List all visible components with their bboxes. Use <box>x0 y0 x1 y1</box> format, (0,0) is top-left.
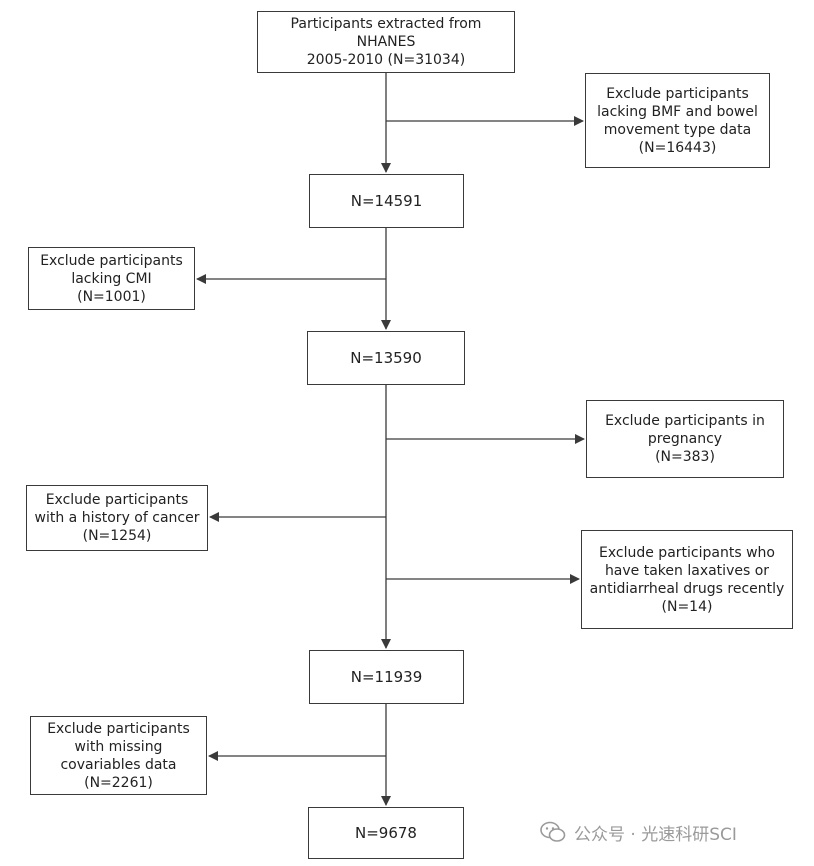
count-box-13590: N=13590 <box>307 331 465 385</box>
count-box-9678: N=9678 <box>308 807 464 859</box>
exclusion-label-bmf: Exclude participants lacking BMF and bow… <box>597 85 758 156</box>
exclusion-label-covariables: Exclude participants with missing covari… <box>47 720 190 791</box>
start-label: Participants extracted from NHANES 2005-… <box>290 16 482 68</box>
count-label-14591: N=14591 <box>350 192 423 210</box>
exclusion-box-laxatives: Exclude participants who have taken laxa… <box>581 530 793 629</box>
count-label-9678: N=9678 <box>355 824 417 842</box>
exclusion-label-pregnancy: Exclude participants in pregnancy (N=383… <box>605 413 765 465</box>
exclusion-box-bmf: Exclude participants lacking BMF and bow… <box>585 73 770 168</box>
watermark-text: 公众号 · 光速科研SCI <box>574 824 737 845</box>
count-label-13590: N=13590 <box>350 349 422 367</box>
exclusion-label-cancer: Exclude participants with a history of c… <box>34 492 200 544</box>
watermark: 公众号 · 光速科研SCI <box>540 818 737 846</box>
exclusion-box-cancer: Exclude participants with a history of c… <box>26 485 208 551</box>
exclusion-box-cmi: Exclude participants lacking CMI (N=1001… <box>28 247 195 310</box>
exclusion-label-cmi: Exclude participants lacking CMI (N=1001… <box>40 252 183 305</box>
exclusion-label-laxatives: Exclude participants who have taken laxa… <box>589 544 785 615</box>
count-box-11939: N=11939 <box>309 650 464 704</box>
count-box-14591: N=14591 <box>309 174 464 228</box>
count-label-11939: N=11939 <box>350 668 423 686</box>
exclusion-box-covariables: Exclude participants with missing covari… <box>30 716 207 795</box>
exclusion-box-pregnancy: Exclude participants in pregnancy (N=383… <box>586 400 784 478</box>
wechat-icon <box>540 821 566 842</box>
start-box: Participants extracted from NHANES 2005-… <box>257 11 515 73</box>
